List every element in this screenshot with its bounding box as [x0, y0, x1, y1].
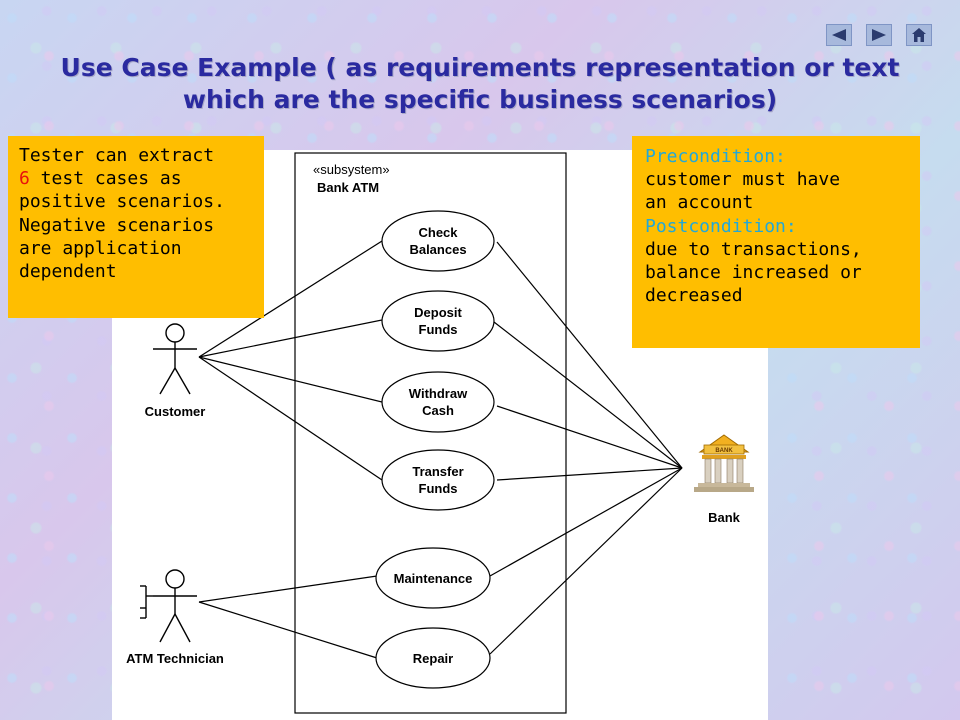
bank-building-icon: BANK: [694, 434, 754, 492]
note-line: 6 test cases as: [19, 167, 256, 190]
technician-figure-icon: [140, 569, 197, 643]
use-case-label: Deposit: [414, 305, 462, 320]
triangle-left-icon: [832, 29, 846, 41]
home-button[interactable]: [906, 24, 932, 46]
use-case-withdraw-cash[interactable]: Withdraw Cash: [381, 371, 495, 433]
use-case-label: Repair: [413, 651, 453, 666]
use-case-label: Withdraw: [409, 386, 468, 401]
bank-sign: BANK: [715, 448, 733, 454]
use-case-transfer-funds[interactable]: Transfer Funds: [381, 449, 495, 511]
subsystem-stereotype: «subsystem»: [313, 162, 390, 177]
actor-label: ATM Technician: [126, 651, 224, 666]
note-line: positive scenarios.: [19, 191, 225, 213]
use-case-label: Funds: [419, 481, 458, 496]
slide-title: Use Case Example ( as requirements repre…: [40, 52, 920, 116]
subsystem-boundary: [294, 152, 567, 714]
actor-bank: BANK Bank: [694, 434, 754, 525]
note-line: are application: [19, 237, 182, 259]
actor-atm-technician: ATM Technician: [126, 569, 224, 666]
use-case-label: Check: [418, 225, 458, 240]
use-case-label: Balances: [409, 242, 466, 257]
actor-label: Bank: [708, 510, 741, 525]
subsystem-name: Bank ATM: [317, 180, 379, 195]
precondition-label: Precondition:: [645, 146, 786, 167]
use-case-label: Funds: [419, 322, 458, 337]
note-line: due to transactions,: [645, 238, 862, 260]
association-lines: [198, 240, 683, 659]
note-line: Tester can extract: [19, 145, 215, 166]
use-case-label: Maintenance: [394, 571, 473, 586]
triangle-right-icon: [872, 29, 886, 41]
actor-customer: Customer: [145, 323, 206, 419]
prev-slide-button[interactable]: [826, 24, 852, 46]
next-slide-button[interactable]: [866, 24, 892, 46]
conditions-note: Precondition: customer must have an acco…: [632, 136, 920, 348]
use-case-repair[interactable]: Repair: [375, 627, 491, 689]
note-text: test cases as: [29, 168, 182, 190]
postcondition-label: Postcondition:: [645, 215, 797, 237]
actor-label: Customer: [145, 404, 206, 419]
slide-title-line-1: Use Case Example ( as requirements repre…: [60, 53, 900, 82]
note-line: balance increased or: [645, 262, 862, 284]
house-icon: [912, 28, 926, 42]
use-case-deposit-funds[interactable]: Deposit Funds: [381, 290, 495, 352]
note-line: decreased: [645, 285, 743, 307]
note-line: Negative scenarios: [19, 214, 215, 236]
use-case-label: Transfer: [412, 464, 463, 479]
test-cases-note: Tester can extract 6 test cases as posit…: [8, 136, 264, 318]
stick-figure-icon: [153, 323, 197, 395]
test-case-count: 6: [19, 168, 30, 190]
note-line: customer must have: [645, 169, 841, 191]
use-case-label: Cash: [422, 403, 454, 418]
use-case-check-balances[interactable]: Check Balances: [381, 210, 495, 272]
note-line: an account: [645, 192, 754, 214]
use-case-maintenance[interactable]: Maintenance: [375, 547, 491, 609]
note-line: dependent: [19, 261, 117, 283]
slide-title-line-2: which are the specific business scenario…: [182, 85, 778, 114]
